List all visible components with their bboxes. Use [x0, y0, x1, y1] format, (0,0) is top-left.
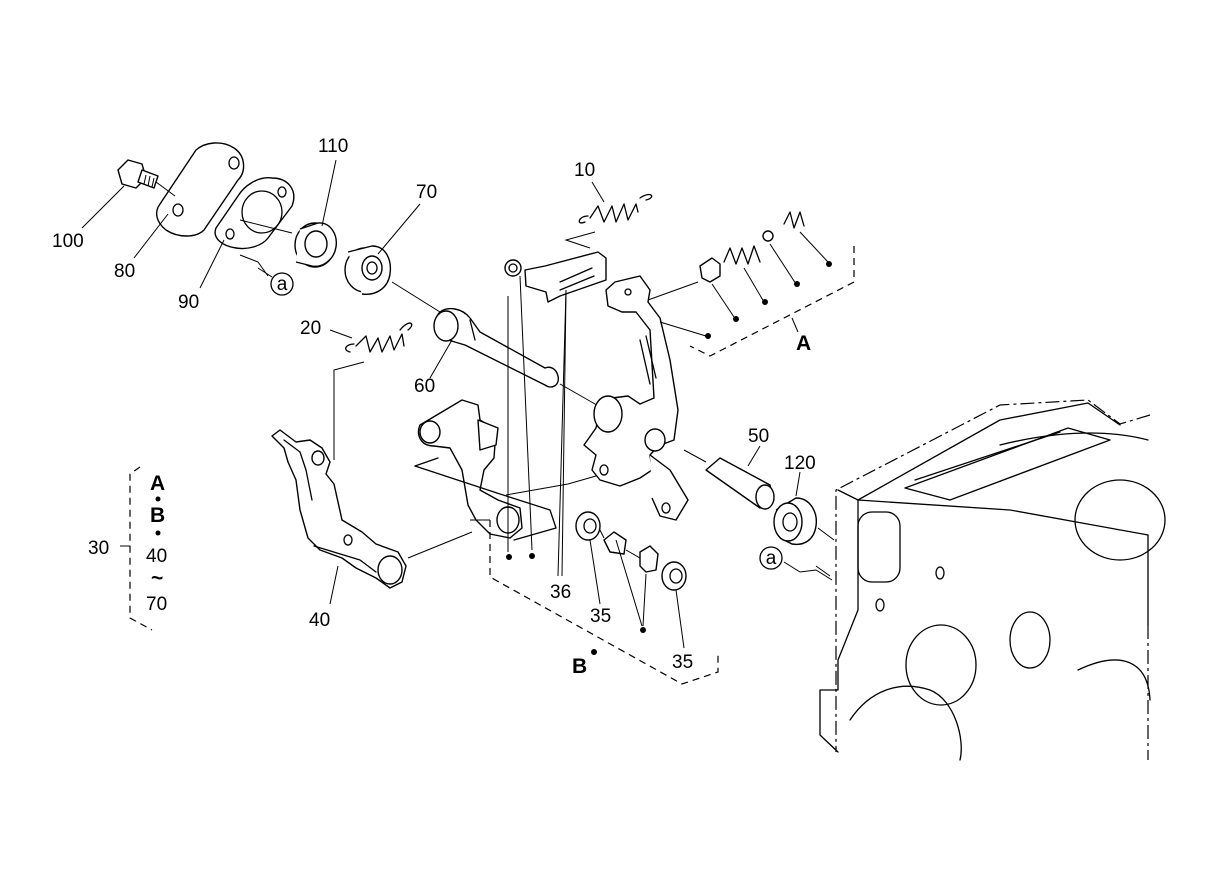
group30-line4: 70	[146, 594, 167, 615]
group30-line1: A	[150, 472, 165, 495]
oil-seal-110	[294, 222, 337, 268]
group30-line3: 40	[146, 546, 167, 567]
bearing-70	[344, 245, 392, 295]
governor-lever	[417, 399, 523, 539]
callout-90: 90	[178, 292, 199, 313]
speed-lever	[583, 275, 689, 521]
group-label-a: A	[796, 332, 811, 355]
callout-30: 30	[88, 538, 109, 559]
callout-10: 10	[574, 160, 595, 181]
callout-20: 20	[300, 318, 321, 339]
callout-36: 36	[550, 582, 571, 603]
callout-50: 50	[748, 426, 769, 447]
spring-20	[345, 322, 413, 353]
callout-35-right: 35	[672, 652, 693, 673]
callout-80: 80	[114, 261, 135, 282]
ref-a-right: a	[766, 548, 777, 569]
bolt-100	[117, 159, 159, 189]
callout-120: 120	[784, 453, 816, 474]
callout-60: 60	[414, 376, 435, 397]
callout-70: 70	[416, 182, 437, 203]
engine-block	[819, 399, 1166, 761]
callout-40: 40	[309, 610, 330, 631]
spring-10	[578, 193, 653, 224]
group30-tilde: ~	[151, 567, 163, 590]
washer-35-right	[661, 561, 687, 591]
gasket-90	[214, 177, 295, 250]
callout-100: 100	[52, 231, 84, 252]
bearing-120	[773, 497, 817, 546]
bracket-plate	[504, 251, 607, 303]
group-a-parts	[699, 211, 805, 283]
lever-40	[271, 429, 407, 589]
pin-35	[603, 531, 659, 573]
shaft-60	[433, 307, 559, 388]
ref-a-left: a	[277, 274, 288, 295]
washer-35-left	[575, 511, 601, 541]
group-30-legend: A B 40 ~ 70	[129, 466, 167, 631]
pin-50	[705, 457, 775, 510]
callout-35-left: 35	[590, 606, 611, 627]
group-label-b: B	[572, 655, 587, 678]
callout-110: 110	[318, 136, 348, 157]
group30-line2: B	[150, 504, 165, 527]
leader-lines	[81, 159, 801, 649]
